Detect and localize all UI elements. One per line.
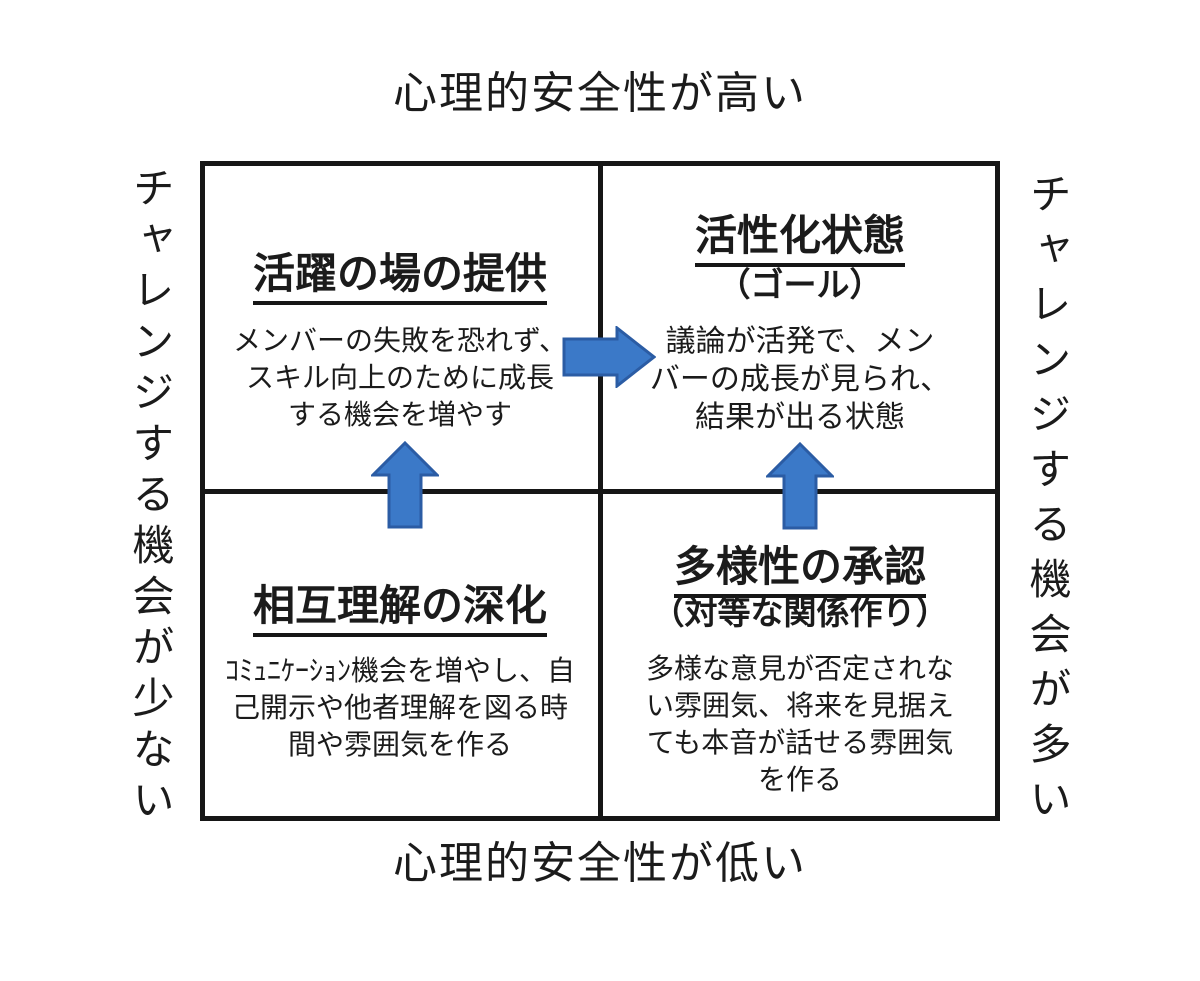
quadrant-bottom-right-title: 多様性の承認 xyxy=(600,543,1000,599)
quadrant-bottom-right-subtitle: （対等な関係作り） xyxy=(651,594,949,631)
axis-label-top: 心理的安全性が高い xyxy=(393,69,807,118)
arrow-right-icon xyxy=(562,326,656,388)
matrix-grid xyxy=(200,161,1000,821)
quadrant-top-right-title-text: 活性化状態 xyxy=(694,212,905,268)
grid-horizontal-divider xyxy=(205,488,995,494)
quadrant-top-right-subtitle: （ゴール） xyxy=(717,266,883,303)
quadrant-top-left-body: メンバーの失敗を恐れず、 スキル向上のために成長 する機会を増やす xyxy=(232,325,568,430)
arrow-up-right-icon xyxy=(766,442,834,530)
quadrant-top-right-body: 議論が活発で、メン バーの成長が見られ、 結果が出る状態 xyxy=(649,325,951,434)
quadrant-top-left-title-text: 活躍の場の提供 xyxy=(252,250,547,306)
axis-label-bottom: 心理的安全性が低い xyxy=(393,839,807,888)
quadrant-bottom-right-title-text: 多様性の承認 xyxy=(673,543,926,599)
axis-label-right: チャレンジする機会が多い xyxy=(1024,172,1071,832)
quadrant-bottom-left-body: ｺﾐｭﾆｹｰｼｮﾝ機会を増やし、自 己開示や他者理解を図る時 間や雰囲気を作る xyxy=(224,655,575,760)
arrow-up-left-icon xyxy=(371,441,439,529)
quadrant-top-right-title: 活性化状態 xyxy=(600,212,1000,268)
quadrant-bottom-right-body: 多様な意見が否定されな い雰囲気、将来を見据え ても本音が話せる雰囲気 を作る xyxy=(645,653,954,795)
quadrant-bottom-left-title: 相互理解の深化 xyxy=(200,582,600,638)
axis-label-left: チャレンジする機会が少ない xyxy=(127,166,174,829)
quadrant-bottom-left-title-text: 相互理解の深化 xyxy=(252,582,547,638)
quadrant-top-left-title: 活躍の場の提供 xyxy=(200,250,600,306)
